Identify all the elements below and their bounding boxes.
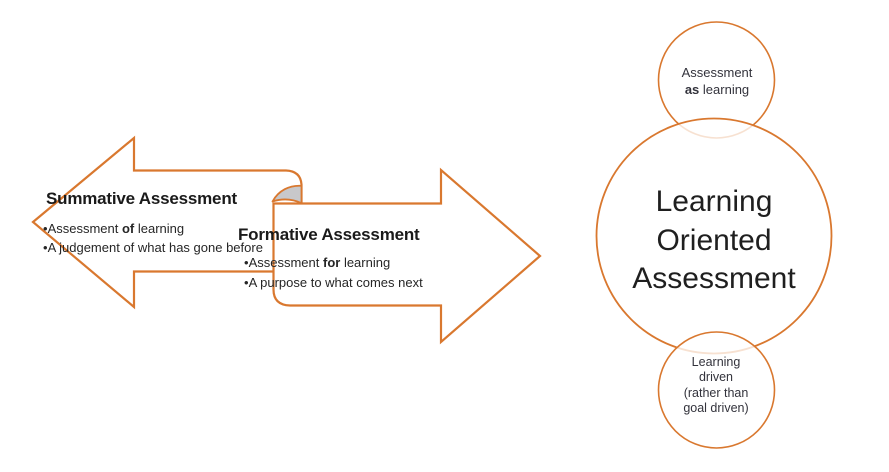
circle-bottom-line-3: (rather than bbox=[683, 385, 749, 400]
summative-title: Summative Assessment bbox=[46, 189, 237, 208]
bullet-glyph: • bbox=[244, 275, 249, 290]
circle-main-line-2: Oriented bbox=[656, 223, 772, 257]
circle-main-text: Learning Oriented Assessment bbox=[564, 183, 864, 299]
circle-learning-driven bbox=[657, 331, 776, 449]
circle-top-text: Assessment as learning bbox=[617, 64, 817, 98]
circle-top-line-2: as learning bbox=[684, 82, 750, 97]
formative-bullet-1: •Assessment for learning bbox=[244, 255, 391, 270]
formative-bullets: •Assessment for learning •A purpose to w… bbox=[244, 253, 423, 293]
ribbon-curl bbox=[271, 184, 303, 205]
summative-bullets: •Assessment of learning •A judgement of … bbox=[43, 220, 263, 257]
circle-bottom-line-2: driven bbox=[698, 370, 734, 385]
bullet-glyph: • bbox=[43, 221, 48, 236]
circle-bottom-line-4: goal driven) bbox=[683, 400, 749, 415]
summative-bullet-2: •A judgement of what has gone before bbox=[43, 239, 263, 255]
circle-top-line-1: Assessment bbox=[681, 65, 753, 80]
bullet-glyph: • bbox=[244, 255, 249, 270]
bullet-glyph: • bbox=[43, 239, 48, 255]
formative-bullet-2: •A purpose to what comes next bbox=[244, 275, 423, 290]
right-block-arrow bbox=[272, 167, 542, 345]
circle-bottom-text: Learning driven (rather than goal driven… bbox=[616, 355, 816, 416]
circle-bottom-line-1: Learning bbox=[691, 355, 741, 369]
formative-title: Formative Assessment bbox=[238, 225, 420, 244]
summative-bullet-1: •Assessment of learning bbox=[43, 221, 185, 236]
circle-main-line-3: Assessment bbox=[632, 262, 796, 295]
circle-main-line-1: Learning bbox=[655, 185, 773, 218]
